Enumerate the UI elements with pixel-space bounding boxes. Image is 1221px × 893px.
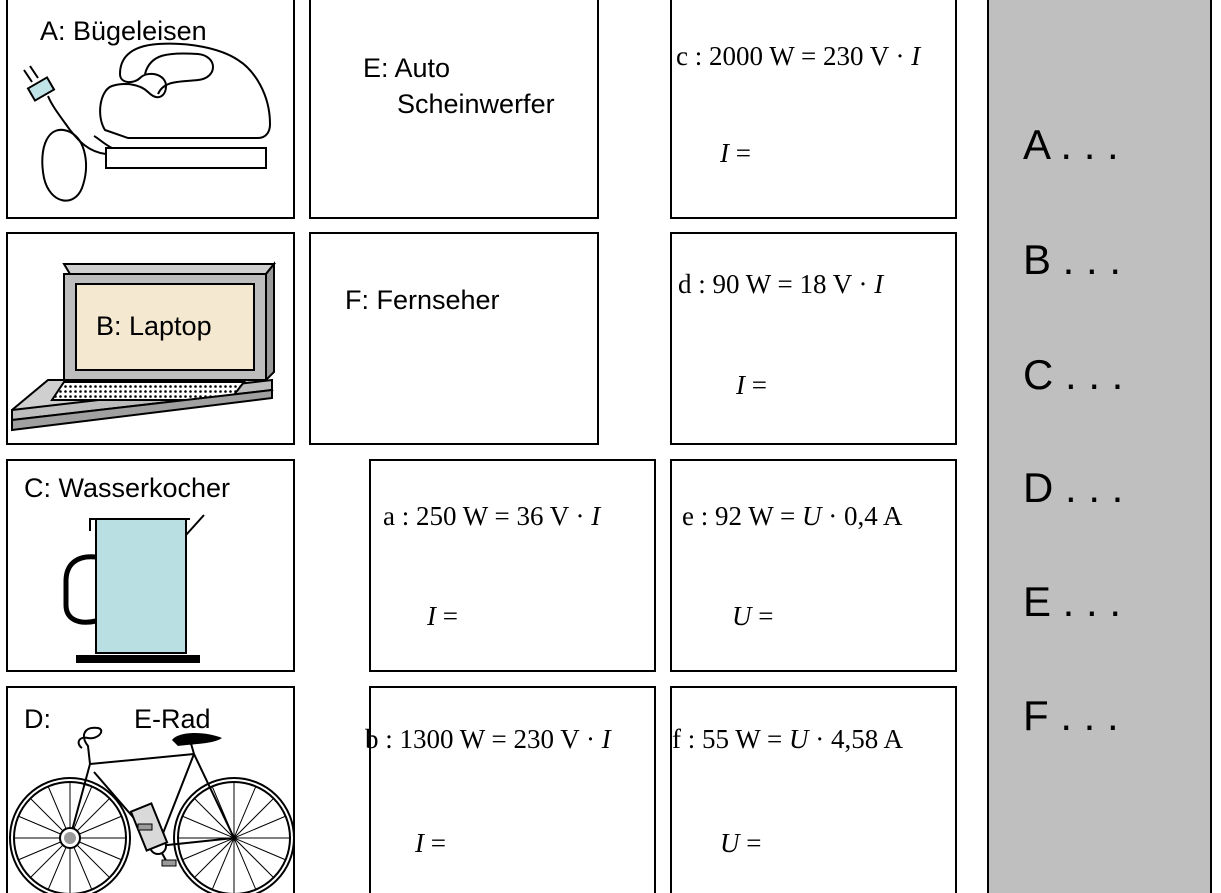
equation-d: d : 90 W = 18 V · I [678, 269, 884, 299]
device-label-d-name: E-Rad [134, 704, 211, 734]
answer-line-a: I = [427, 601, 458, 631]
answer-line-f: U = [720, 828, 762, 858]
device-label-e-line2: Scheinwerfer [397, 89, 555, 119]
answer-row-f: F . . . [1023, 692, 1119, 739]
answer-row-c: C . . . [1023, 351, 1124, 398]
iron-icon [23, 42, 272, 202]
card-fernseher: F: Fernseher [309, 232, 599, 445]
answer-row-a: A . . . [1023, 121, 1119, 168]
answer-line-c: I = [720, 138, 751, 168]
card-equation-b: b : 1300 W = 230 V · I I = [365, 686, 656, 893]
device-label-b: B: Laptop [96, 311, 212, 341]
card-buegeleisen: A: Bügeleisen [6, 0, 295, 219]
device-label-e-line1: E: Auto [363, 53, 451, 83]
equation-f: f : 55 W = U · 4,58 A [672, 724, 903, 754]
device-label-f: F: Fernseher [345, 285, 500, 315]
answer-row-d: D . . . [1023, 464, 1124, 511]
card-equation-c: c : 2000 W = 230 V · I I = [670, 0, 957, 219]
device-label-a: A: Bügeleisen [40, 16, 207, 46]
answer-line-b: I = [415, 828, 446, 858]
answer-row-e: E . . . [1023, 578, 1122, 625]
answer-line-e: U = [732, 601, 774, 631]
card-equation-f: f : 55 W = U · 4,58 A U = [670, 686, 957, 893]
laptop-icon [11, 261, 277, 432]
kettle-icon [63, 514, 205, 663]
card-equation-e: e : 92 W = U · 0,4 A U = [670, 459, 957, 672]
answer-panel: A . . . B . . . C . . . D . . . E . . . … [987, 0, 1212, 893]
answer-line-d: I = [736, 370, 767, 400]
answer-row-b: B . . . [1023, 236, 1122, 283]
equation-b: b : 1300 W = 230 V · I [365, 724, 611, 754]
card-e-rad: D: E-Rad [6, 686, 295, 893]
card-wasserkocher: C: Wasserkocher [6, 459, 295, 672]
card-equation-d: d : 90 W = 18 V · I I = [670, 232, 957, 445]
card-laptop: B: Laptop [6, 232, 295, 445]
equation-a: a : 250 W = 36 V · I [383, 501, 601, 531]
equation-e: e : 92 W = U · 0,4 A [682, 501, 903, 531]
device-label-d-letter: D: [24, 704, 51, 734]
bicycle-icon [9, 726, 293, 893]
card-equation-a: a : 250 W = 36 V · I I = [369, 459, 656, 672]
equation-c: c : 2000 W = 230 V · I [676, 41, 921, 71]
device-label-c: C: Wasserkocher [24, 473, 231, 503]
card-scheinwerfer: E: Auto Scheinwerfer [309, 0, 599, 219]
